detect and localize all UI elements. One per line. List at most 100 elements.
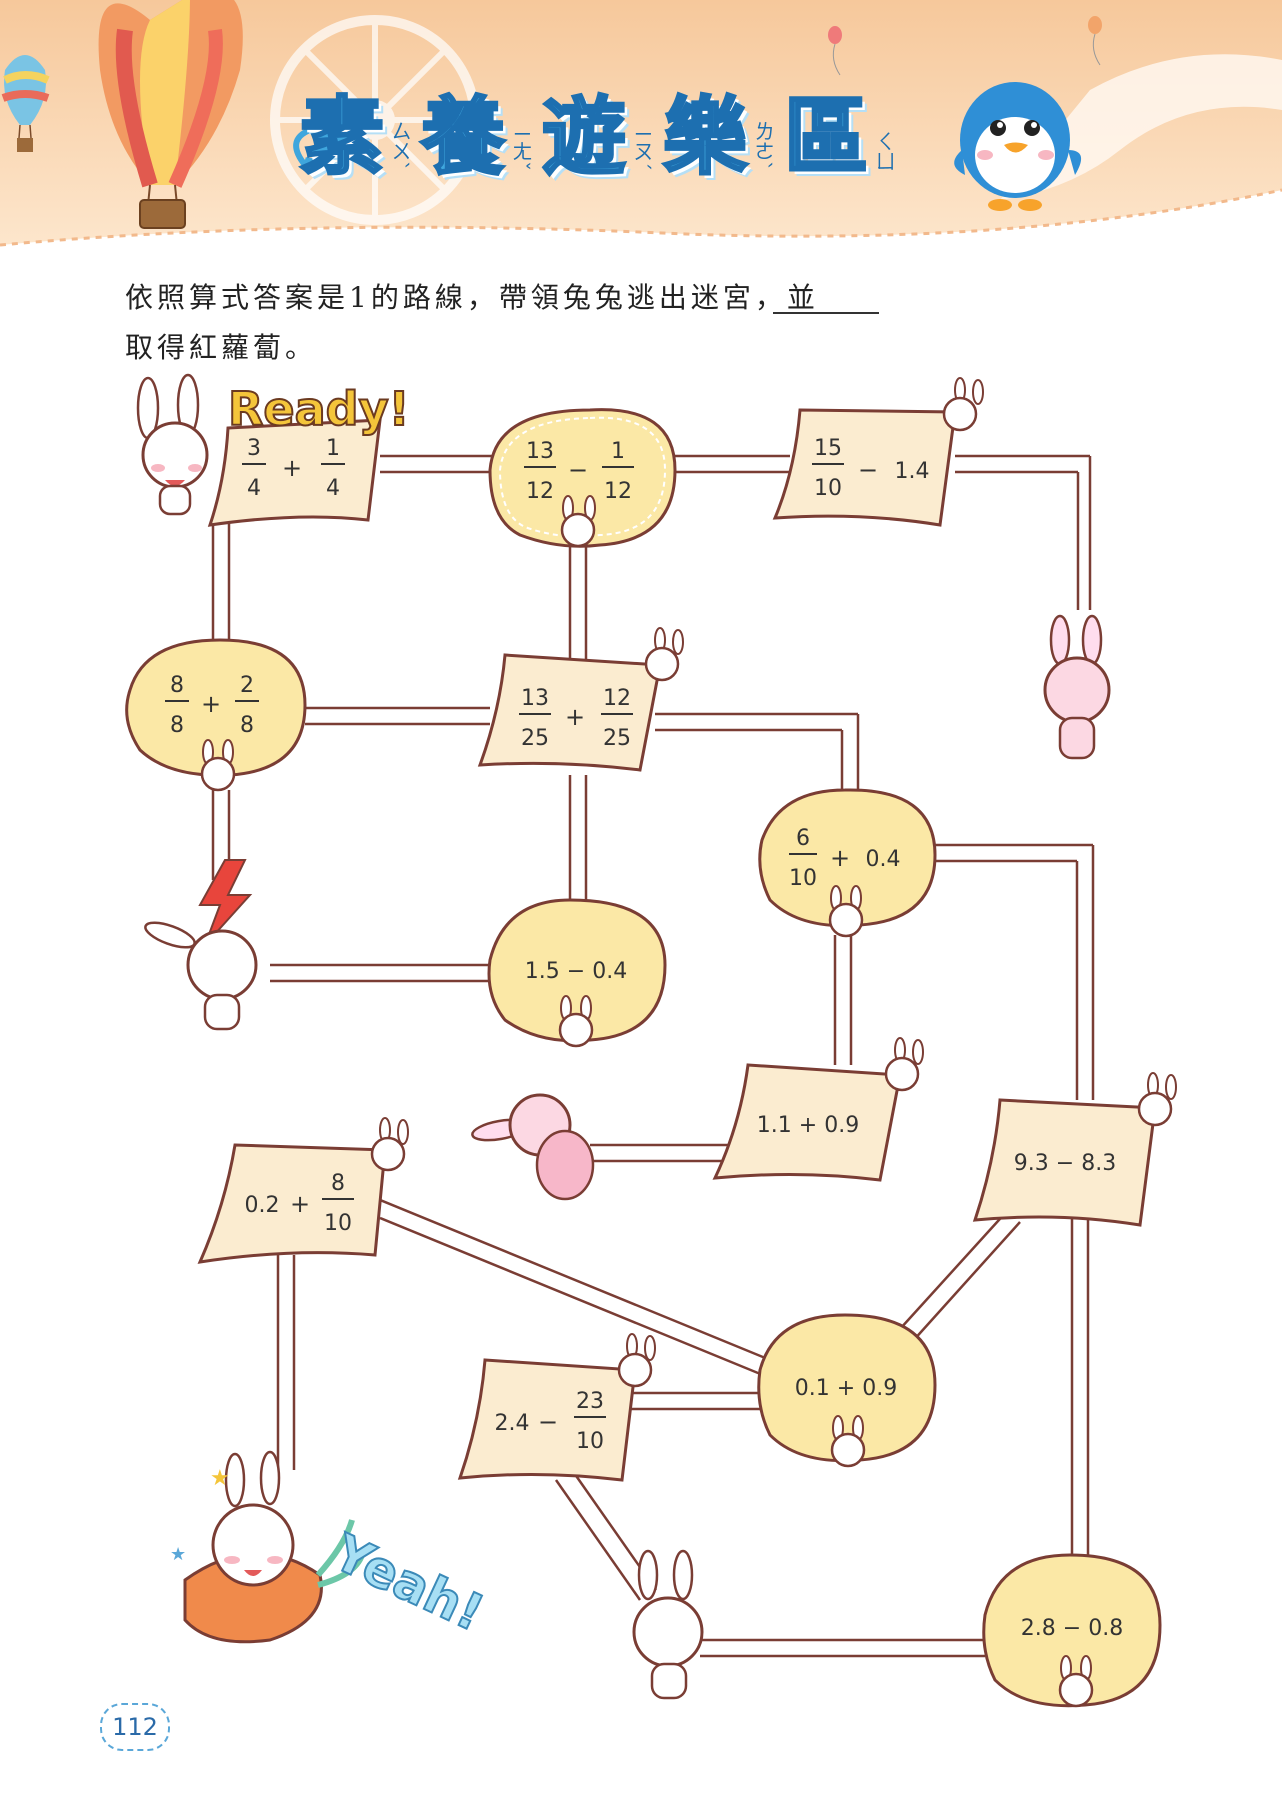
path-n3-right [955,454,1092,610]
dizzy-rabbit-icon [1043,614,1111,760]
bunny-head-icon [560,495,596,548]
path-n9-n11 [889,1209,1021,1353]
bunny-head-icon [370,1117,409,1172]
bunny-head-icon [828,885,864,938]
path-rabbit-n13 [700,1638,985,1658]
frac-num: 3 [247,436,261,461]
path-n5-n7 [568,775,588,905]
frac-den: 25 [521,726,549,751]
frac-num: 8 [331,1171,345,1196]
instruction-line-2: 取得紅蘿蔔。 [125,331,318,364]
start-rabbit-icon [136,373,209,516]
maze-node-n9[interactable]: 9.3 − 8.3 [972,1072,1177,1227]
title-zhuyin: ㄧㄤˇ [509,125,534,171]
path-n1-n4 [211,515,231,650]
expression: 1.5 − 0.4 [525,959,627,984]
decimal: 0.4 [866,847,901,872]
expression: 0.1 + 0.9 [795,1376,897,1401]
operator: + [565,703,585,731]
swirl-decoration-icon [293,126,332,167]
maze-node-n6[interactable]: 6 10 + 0.4 [758,788,937,938]
path-n10-goal [276,1255,296,1470]
maze-paths [211,454,1095,1658]
penguin-mascot-icon [954,82,1082,211]
maze-node-n12[interactable]: 2.4 − 23 10 [457,1333,656,1482]
frac-den: 8 [240,713,254,738]
hot-air-balloon-icon [98,0,243,229]
instruction-line-1: 依照算式答案是1的路線，帶領兔兔逃出迷宮，並 [125,281,819,314]
bunny-head-icon [830,1415,866,1468]
scared-rabbit-icon [632,1549,704,1700]
frac-den: 10 [789,866,817,891]
bunny-head-icon [1137,1072,1177,1127]
maze-node-n1[interactable]: 3 4 + 1 4 [207,418,382,527]
operator: − [568,456,588,484]
title-char: 區 [783,87,870,186]
operator: − [538,1408,558,1436]
lightning-rabbit-icon [144,859,258,1031]
title-char: 樂 [662,87,749,186]
decimal: 1.4 [895,459,930,484]
frac-num: 13 [521,686,549,711]
maze-node-n3[interactable]: 15 10 − 1.4 [772,377,984,527]
frac-num: 8 [170,673,184,698]
bunny-head-icon [942,377,984,432]
goal-rabbit-carrot-icon: ★ ★ [170,1450,365,1644]
ready-badge: Ready! [228,382,410,436]
small-balloon-icon [1,55,50,152]
bunny-head-icon [884,1037,924,1092]
star-icon: ★ [170,1544,186,1565]
operator: + [290,1190,310,1218]
path-n6-n8 [833,935,853,1065]
path-n7-lightning [270,963,490,983]
path-n6-right [935,843,1095,1100]
kite-icon [828,16,1102,76]
path-n12-n11 [630,1391,765,1411]
page-number: 112 [100,1703,170,1751]
bunny-head-icon [644,627,684,682]
path-n9-n13 [1070,1210,1090,1560]
maze-node-n4[interactable]: 8 8 + 2 8 [125,638,307,792]
yeah-badge: Yeah! [324,1523,492,1643]
frac-den: 12 [526,479,554,504]
frac-num: 2 [240,673,254,698]
operator: + [830,844,850,872]
expression: 2.8 − 0.8 [1021,1616,1123,1641]
operator: + [282,454,302,482]
page-title: 素 ㄙㄨˋ 養 ㄧㄤˇ 遊 ㄧㄡˊ 樂 ㄌㄜˋ 區 ㄑㄩ [298,87,905,186]
header-banner [0,0,1282,247]
frac-den: 10 [576,1429,604,1454]
maze-node-n5[interactable]: 13 25 + 12 25 [477,627,684,772]
operator: + [201,690,221,718]
maze-node-n11[interactable]: 0.1 + 0.9 [757,1313,937,1468]
bunny-head-icon [1058,1655,1094,1708]
title-zhuyin: ㄑㄩ [872,131,897,171]
frac-num: 15 [814,436,842,461]
maze-node-n7[interactable]: 1.5 − 0.4 [487,898,667,1048]
path-n4-n5 [305,706,490,726]
path-n10-n11 [379,1198,776,1382]
frac-den: 4 [326,476,340,501]
path-n2-n3 [670,454,790,474]
ferris-wheel-icon [270,15,480,225]
fallen-rabbit-icon [471,1093,595,1201]
bunny-head-icon [200,739,236,792]
maze-node-n10[interactable]: 0.2 + 8 10 [197,1117,409,1264]
expression: 9.3 − 8.3 [1014,1151,1116,1176]
title-zhuyin: ㄙㄨˋ [388,121,413,171]
path-n1-n2 [380,454,500,474]
maze-node-n2[interactable]: 13 12 − 1 12 [488,408,677,548]
path-n8-rabbit [590,1143,735,1163]
frac-den: 4 [247,476,261,501]
maze-node-n13[interactable]: 2.8 − 0.8 [982,1553,1162,1708]
path-n5-n6 [655,712,860,790]
expression: 1.1 + 0.9 [757,1113,859,1138]
title-zhuyin: ㄧㄡˊ [630,125,655,171]
maze-node-n8[interactable]: 1.1 + 0.9 [712,1037,924,1182]
title-char: 素 [298,87,385,186]
frac-num: 1 [611,439,625,464]
frac-num: 13 [526,439,554,464]
title-zhuyin: ㄌㄜˋ [751,121,776,171]
title-char: 養 [420,87,507,186]
